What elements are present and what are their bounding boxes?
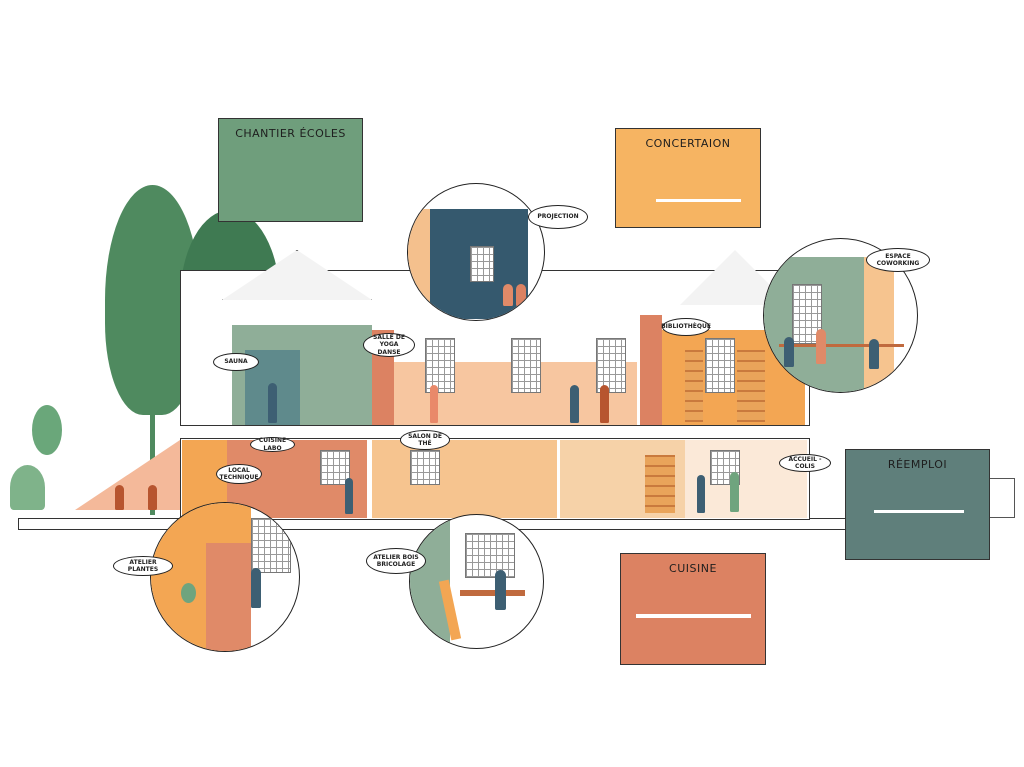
label-sauna: SAUNA	[213, 353, 259, 371]
label-salon-the: SALON DE THÉ	[400, 430, 450, 450]
zoom-circle-projection	[407, 183, 545, 321]
card-reemploi: RÉEMPLOI	[845, 449, 990, 560]
person	[430, 385, 438, 423]
label-atelier-plantes: ATELIER PLANTES	[113, 556, 173, 576]
label-accueil: ACCUEIL - COLIS	[779, 454, 831, 472]
card-title: CHANTIER ÉCOLES	[235, 127, 346, 140]
person	[697, 475, 705, 513]
bush	[10, 465, 45, 510]
window	[596, 338, 626, 393]
label-coworking: ESPACE COWORKING	[866, 248, 930, 272]
window	[511, 338, 541, 393]
table-icon	[656, 199, 741, 202]
person	[148, 485, 157, 510]
stairs-outdoor	[75, 440, 180, 510]
card-title: CUISINE	[669, 562, 717, 575]
room-salon-the	[372, 440, 557, 518]
person	[570, 385, 579, 423]
card-title: RÉEMPLOI	[887, 458, 948, 471]
window	[425, 338, 455, 393]
person	[268, 383, 277, 423]
card-title: CONCERTAION	[645, 137, 731, 150]
card-cuisine: CUISINE	[620, 553, 766, 665]
person	[115, 485, 124, 510]
label-cuisine-labo: CUISINE LABO	[250, 437, 295, 452]
room-bibliotheque-wall	[640, 315, 662, 425]
person	[345, 478, 353, 514]
label-yoga: SALLE DE YOGA DANSE	[363, 333, 415, 357]
bookshelf	[737, 350, 765, 422]
bookshelf	[645, 455, 675, 513]
zoom-circle-atelier-plantes	[150, 502, 300, 652]
label-bibliotheque: BIBLIOTHÈQUE	[661, 318, 711, 336]
window	[705, 338, 735, 393]
tree-trunk	[150, 400, 155, 515]
person	[730, 472, 739, 512]
card-concertation: CONCERTAION	[615, 128, 761, 228]
room-accueil	[685, 440, 807, 518]
table-icon	[636, 614, 751, 618]
label-projection: PROJECTION	[528, 205, 588, 229]
window	[320, 450, 350, 485]
person	[600, 385, 609, 423]
floor-slab	[180, 425, 810, 439]
bookshelf	[685, 350, 703, 422]
label-atelier-bois: ATELIER BOIS BRICOLAGE	[366, 548, 426, 574]
table-icon	[874, 510, 964, 513]
zoom-circle-atelier-bois	[409, 514, 544, 649]
card-chantier-ecoles: CHANTIER ÉCOLES	[218, 118, 363, 222]
label-local-technique: LOCAL TECHNIQUE	[216, 464, 262, 484]
tree-small	[32, 405, 62, 455]
window	[410, 450, 440, 485]
room-yoga	[372, 362, 637, 425]
